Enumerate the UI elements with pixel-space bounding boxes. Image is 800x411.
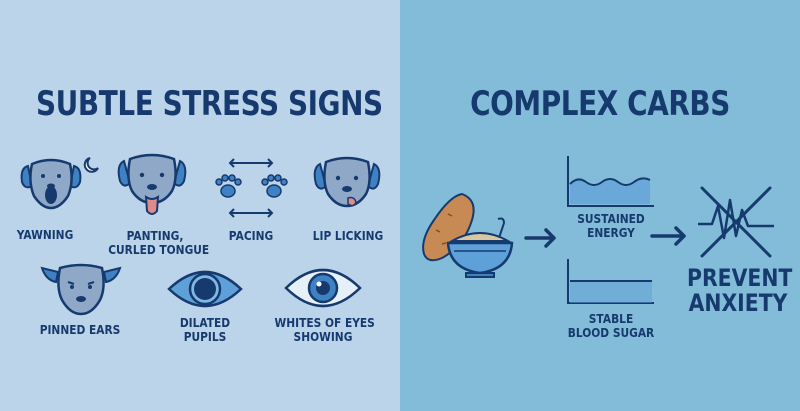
complex-carbs-title: COMPLEX CARBS — [470, 84, 730, 124]
pinned-ears-dog-icon — [40, 263, 122, 316]
pinned-ears-label: PINNED EARS — [39, 322, 121, 337]
whites-of-eyes-label: WHITES OF EYES SHOWING — [274, 315, 375, 344]
sustained-energy-label: SUSTAINED ENERGY — [577, 211, 645, 240]
stable-blood-sugar-label: STABLE BLOOD SUGAR — [567, 311, 655, 340]
yawning-label: YAWNING — [16, 227, 74, 242]
lip-licking-label: LIP LICKING — [312, 228, 384, 243]
complex-carbs-panel: COMPLEX CARBS SUSTAINED ENERGY — [400, 0, 800, 411]
stress-signs-title: SUBTLE STRESS SIGNS — [36, 84, 383, 124]
oatmeal-bowl-icon — [446, 217, 514, 278]
sustained-energy-graph — [567, 156, 654, 207]
dilated-pupil-eye-icon — [167, 270, 243, 308]
arrow-right-icon — [650, 226, 686, 246]
sweet-potato-icon — [422, 192, 475, 262]
dilated-pupils-label: DILATED PUPILS — [179, 315, 231, 344]
yawning-dog-icon — [20, 157, 99, 210]
stress-signs-panel: SUBTLE STRESS SIGNS YAWNING PANTING, CUR… — [0, 0, 400, 411]
pacing-label: PACING — [228, 228, 274, 243]
crossed-anxiety-spike-icon — [698, 186, 774, 258]
panting-dog-icon — [117, 153, 187, 215]
pacing-paws-icon — [215, 158, 288, 218]
stable-blood-sugar-graph — [567, 259, 654, 304]
panting-label: PANTING, CURLED TONGUE — [108, 228, 210, 257]
lip-licking-dog-icon — [313, 156, 381, 208]
white-eye-icon — [284, 268, 362, 308]
prevent-anxiety-label: PREVENT ANXIETY — [687, 264, 793, 317]
arrow-right-icon — [524, 228, 556, 248]
